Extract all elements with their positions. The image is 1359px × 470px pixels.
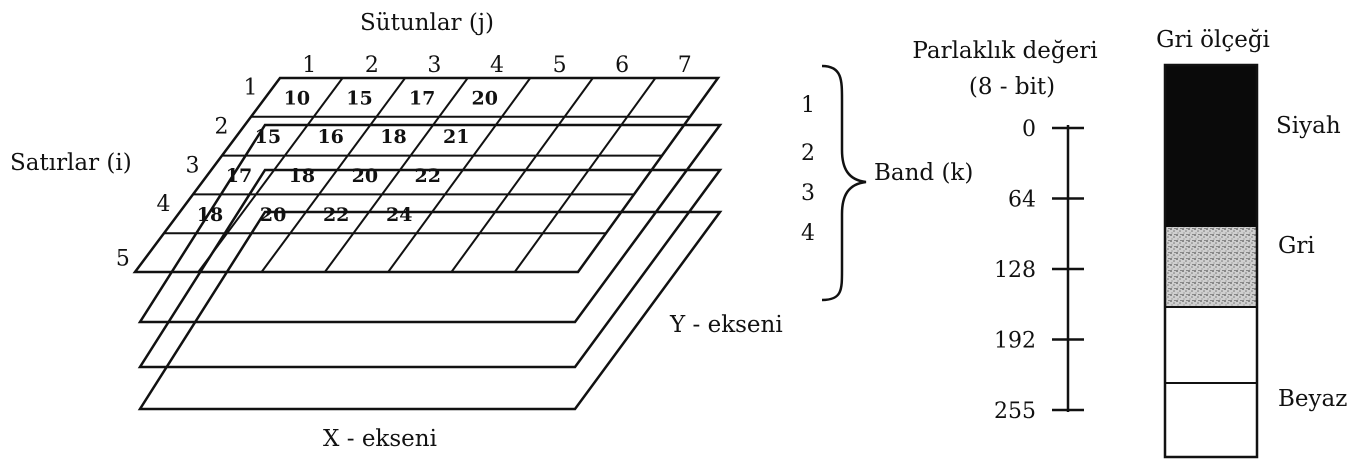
- brightness-title-line1: Parlaklık değeri: [912, 38, 1097, 64]
- band-numbers: 1 2 3 4: [801, 93, 815, 246]
- grayscale-label-gray: Gri: [1278, 233, 1315, 259]
- rows-label: Satırlar (i): [10, 150, 132, 176]
- row-number: 4: [157, 192, 171, 217]
- band-number: 1: [801, 93, 815, 118]
- band-number: 3: [801, 181, 815, 206]
- band-brace: [821, 64, 867, 302]
- grid-column-line: [324, 77, 469, 273]
- cell-value: 22: [415, 165, 441, 187]
- band-label: Band (k): [874, 160, 973, 186]
- grid-column-line: [387, 77, 532, 273]
- column-number: 1: [302, 53, 316, 78]
- grayscale-black-region: [1165, 65, 1257, 227]
- band-number: 2: [801, 141, 815, 166]
- cell-value: 18: [380, 126, 406, 148]
- grayscale-gray-region: [1165, 227, 1257, 307]
- row-number: 3: [186, 153, 200, 178]
- brightness-tick-label: 0: [1022, 117, 1036, 142]
- column-number: 2: [365, 53, 379, 78]
- grayscale-title: Gri ölçeği: [1156, 27, 1270, 53]
- grid-column-line: [197, 77, 344, 273]
- column-numbers: 1 2 3 4 5 6 7: [302, 53, 691, 78]
- brightness-tick-label: 128: [994, 258, 1036, 283]
- grid-column-line: [513, 77, 657, 273]
- cell-value: 20: [472, 87, 498, 109]
- band-sheet-4: [137, 210, 723, 411]
- cell-value: 24: [386, 204, 412, 226]
- column-number: 6: [615, 53, 629, 78]
- grid-column-line: [260, 77, 406, 273]
- row-number: 5: [116, 246, 130, 271]
- grayscale-bar-outline: [1163, 63, 1259, 459]
- grid-column-line: [450, 77, 594, 273]
- cell-value: 17: [409, 87, 435, 109]
- cell-value: 15: [346, 87, 372, 109]
- row-number: 1: [244, 76, 258, 101]
- grayscale-label-white: Beyaz: [1278, 386, 1347, 412]
- cell-value: 16: [317, 126, 343, 148]
- y-axis-label: Y - ekseni: [669, 312, 783, 338]
- cell-value: 18: [197, 204, 223, 226]
- band-sheet-3: [137, 168, 723, 369]
- cell-value: 22: [323, 204, 349, 226]
- cell-value: 20: [352, 165, 378, 187]
- column-number: 4: [490, 53, 504, 78]
- cell-value: 15: [255, 126, 281, 148]
- band-sheets: [132, 76, 723, 411]
- row-number: 2: [215, 114, 229, 139]
- band-sheet-1: [132, 76, 721, 274]
- brightness-ticks: 0 64 128 192 255: [994, 117, 1084, 424]
- cell-value: 20: [260, 204, 286, 226]
- columns-label: Sütunlar (j): [360, 10, 494, 36]
- band-sheet-2: [137, 123, 723, 324]
- brightness-tick-label: 64: [1008, 188, 1036, 213]
- brightness-title-line2: (8 - bit): [969, 74, 1055, 100]
- column-number: 7: [678, 53, 692, 78]
- pixel-grid: [164, 77, 690, 273]
- band-number: 4: [801, 221, 815, 246]
- column-number: 5: [553, 53, 567, 78]
- cell-value: 21: [443, 126, 469, 148]
- cell-value: 18: [289, 165, 315, 187]
- grayscale-label-black: Siyah: [1276, 113, 1341, 139]
- cell-value: 17: [226, 165, 252, 187]
- cell-value: 10: [284, 87, 310, 109]
- brightness-tick-label: 192: [994, 329, 1036, 354]
- x-axis-label: X - ekseni: [323, 426, 437, 452]
- column-number: 3: [427, 53, 441, 78]
- brightness-tick-label: 255: [994, 399, 1036, 424]
